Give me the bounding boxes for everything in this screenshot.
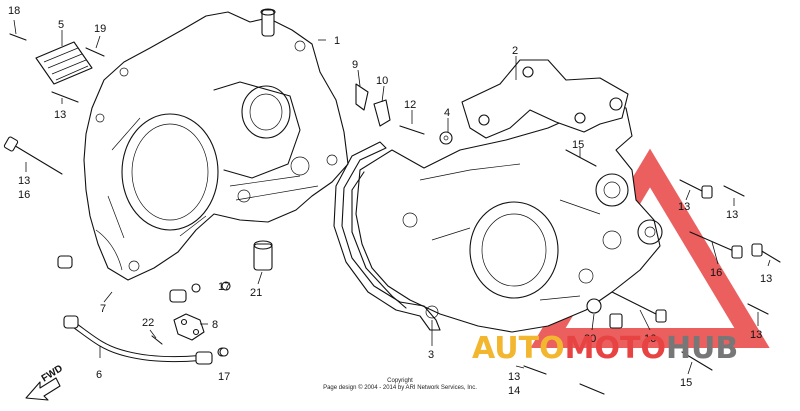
part-label-4: 4	[444, 107, 450, 119]
oil-strainer-screen	[35, 41, 93, 85]
watermark-word-hub: HUB	[666, 331, 738, 366]
part-label-15a: 15	[572, 139, 584, 151]
crankcase-gasket	[333, 141, 441, 331]
watermark-word-moto: MOTO	[565, 331, 666, 366]
left-crankcase-half	[83, 8, 349, 281]
part-label-13d: 13	[726, 209, 738, 221]
dowel-pin-21	[253, 240, 273, 271]
part-label-6: 6	[96, 369, 102, 381]
watermark-wordmark: AUTOMOTOHUB	[472, 331, 738, 366]
part-label-13f: 13	[750, 329, 762, 341]
part-label-13g: 13	[508, 371, 520, 383]
part-label-13b: 13	[18, 175, 30, 187]
part-label-13a: 13	[54, 109, 66, 121]
part-label-17a: 17	[218, 281, 230, 293]
part-label-3: 3	[428, 349, 434, 361]
part-label-18: 18	[8, 5, 20, 17]
part-label-15b: 15	[680, 377, 692, 389]
part-label-10: 10	[376, 75, 388, 87]
hose-clamp-plate	[151, 313, 205, 345]
leader-lines	[13, 19, 771, 375]
part-label-16b: 16	[710, 267, 722, 279]
part-label-17b: 17	[218, 371, 230, 383]
part-label-9: 9	[352, 59, 358, 71]
part-label-19: 19	[94, 23, 106, 35]
forward-arrow-icon	[25, 377, 61, 401]
part-label-5: 5	[58, 19, 64, 31]
part-label-8: 8	[212, 319, 218, 331]
copyright-title: Copyright	[387, 378, 413, 384]
part-label-21: 21	[250, 287, 262, 299]
watermark-word: AUTOMOTOHUB	[472, 331, 738, 366]
part-number-labels: 1 2 3 4 5 6 7 8 9 10 12 13 13 13 13 13 1…	[8, 5, 772, 397]
part-label-14: 14	[508, 385, 520, 397]
fasteners	[3, 33, 781, 395]
engine-bracket	[461, 59, 629, 139]
part-label-20: 20	[584, 333, 596, 345]
part-label-1: 1	[334, 35, 340, 47]
part-label-7: 7	[100, 303, 106, 315]
copyright-notice: Page design © 2004 - 2014 by ARI Network…	[323, 384, 477, 391]
part-label-13e: 13	[760, 273, 772, 285]
watermark-word-auto: AUTO	[472, 331, 565, 366]
oil-hose-7	[57, 255, 201, 303]
oil-hose-6	[63, 315, 227, 365]
part-label-2: 2	[512, 45, 518, 57]
right-crankcase-half	[351, 103, 663, 333]
part-label-16c: 16	[644, 333, 656, 345]
part-label-22: 22	[142, 317, 154, 329]
part-label-13c: 13	[678, 201, 690, 213]
part-label-12: 12	[404, 99, 416, 111]
part-label-16a: 16	[18, 189, 30, 201]
